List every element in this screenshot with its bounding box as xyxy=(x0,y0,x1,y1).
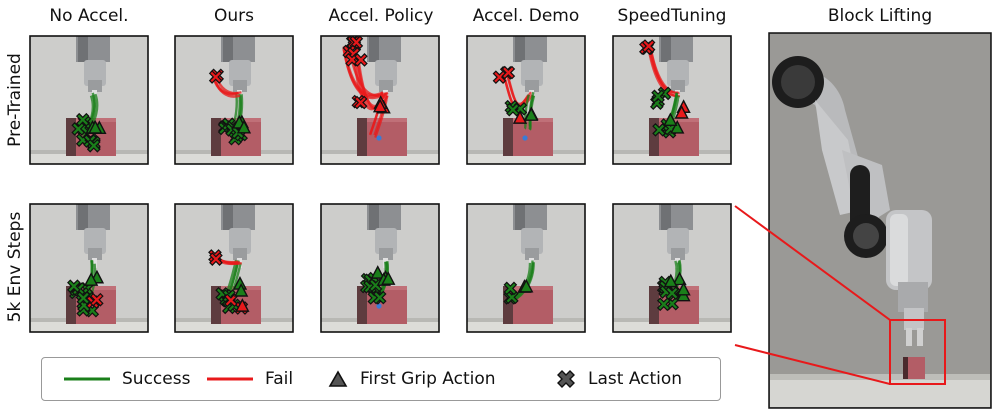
tile-frame xyxy=(466,203,586,333)
block-lifting-panel xyxy=(734,32,992,409)
tile-frame xyxy=(29,35,149,165)
fail-line-icon xyxy=(207,377,253,381)
scene-background xyxy=(613,204,731,332)
tile-frame xyxy=(466,35,586,165)
tile-1-3 xyxy=(466,203,586,333)
tile-1-4 xyxy=(612,203,732,333)
tile-frame xyxy=(174,35,294,165)
tile-0-2 xyxy=(320,35,440,165)
legend-label-first-grip: First Grip Action xyxy=(360,369,496,389)
tile-0-1 xyxy=(174,35,294,165)
scene-background xyxy=(321,204,439,332)
legend: Success Fail First Grip Action Last Acti… xyxy=(41,357,721,401)
tile-0-0 xyxy=(29,35,149,165)
tile-frame xyxy=(320,203,440,333)
scene-background xyxy=(175,36,293,164)
legend-label-last-action: Last Action xyxy=(588,369,683,389)
tile-1-0 xyxy=(29,203,149,333)
tile-0-4 xyxy=(612,35,732,165)
trajectory-path xyxy=(373,92,388,136)
tiles-layer xyxy=(29,35,732,333)
target-dot xyxy=(376,135,382,141)
tile-frame xyxy=(29,203,149,333)
target-dot xyxy=(376,303,382,309)
tile-frame xyxy=(612,203,732,333)
column-title-no-accel: No Accel. xyxy=(49,6,129,26)
scene-background xyxy=(613,36,731,164)
tile-0-3 xyxy=(466,35,586,165)
side-panel-title: Block Lifting xyxy=(827,6,933,26)
column-title-accel-demo: Accel. Demo xyxy=(472,6,580,26)
legend-label-fail: Fail xyxy=(265,369,294,389)
legend-item-success: Success xyxy=(64,358,190,400)
column-title-ours: Ours xyxy=(213,6,254,26)
tile-1-1 xyxy=(174,203,294,333)
legend-label-success: Success xyxy=(122,369,191,389)
target-dot xyxy=(522,135,528,141)
legend-item-last-action: Last Action xyxy=(556,358,682,400)
tile-frame xyxy=(612,35,732,165)
x-marker-icon xyxy=(557,370,575,388)
success-line-icon xyxy=(64,377,110,381)
tile-1-2 xyxy=(320,203,440,333)
column-title-accel-policy: Accel. Policy xyxy=(328,6,434,26)
tile-frame xyxy=(320,35,440,165)
trajectory-path xyxy=(214,81,241,98)
tile-frame xyxy=(174,203,294,333)
trajectory-path xyxy=(374,95,389,138)
triangle-marker-icon xyxy=(328,370,348,387)
column-title-speedtuning: SpeedTuning xyxy=(617,6,727,26)
legend-item-first-grip: First Grip Action xyxy=(328,358,496,400)
scene-background xyxy=(467,204,585,332)
legend-item-fail: Fail xyxy=(207,358,293,400)
